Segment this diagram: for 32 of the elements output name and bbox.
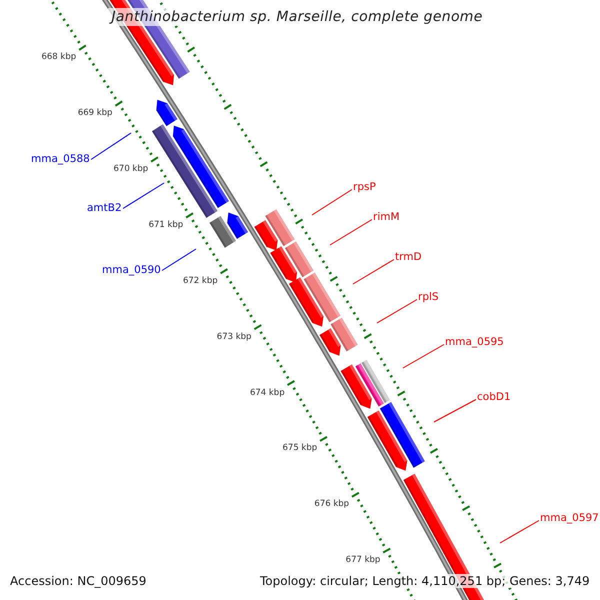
gene-label: cobD1 xyxy=(477,392,511,402)
scale-label: 672 kbp xyxy=(182,276,218,286)
scale-label: 673 kbp xyxy=(216,332,252,342)
leader-line xyxy=(352,259,394,284)
scale-label: 669 kbp xyxy=(78,109,112,118)
leader-line xyxy=(122,182,164,209)
gene-label: rplS xyxy=(418,292,439,302)
gene-label: rimM xyxy=(373,212,400,222)
gene-label: rpsP xyxy=(353,182,376,192)
scale-label: 676 kbp xyxy=(314,500,350,509)
gene-label: mma_0597 xyxy=(540,512,599,523)
leader-line xyxy=(312,189,352,216)
scale-label: 668 kbp xyxy=(41,53,76,62)
scale-label: 670 kbp xyxy=(114,164,148,174)
scale-label: 674 kbp xyxy=(250,388,285,397)
gene-label: mma_0588 xyxy=(31,154,90,164)
leader-line xyxy=(162,248,196,271)
leader-line xyxy=(376,299,418,324)
accession-text: Accession: NC_009659 xyxy=(8,574,148,588)
leader-line xyxy=(90,132,132,160)
gene-label: mma_0590 xyxy=(102,264,161,275)
gene-label: trmD xyxy=(395,252,422,262)
genome-info-text: Topology: circular; Length: 4,110,251 bp; Genes: 3,749 xyxy=(258,574,592,588)
leader-line xyxy=(330,219,372,246)
scale-label: 675 kbp xyxy=(282,444,318,453)
leader-line xyxy=(500,520,540,544)
gene-label: mma_0595 xyxy=(445,336,504,347)
leader-line xyxy=(434,399,476,422)
scale-label: 671 kbp xyxy=(148,220,184,230)
scale-label: 677 kbp xyxy=(346,556,380,565)
leader-line xyxy=(402,344,444,368)
gene-label: amtB2 xyxy=(87,202,122,213)
